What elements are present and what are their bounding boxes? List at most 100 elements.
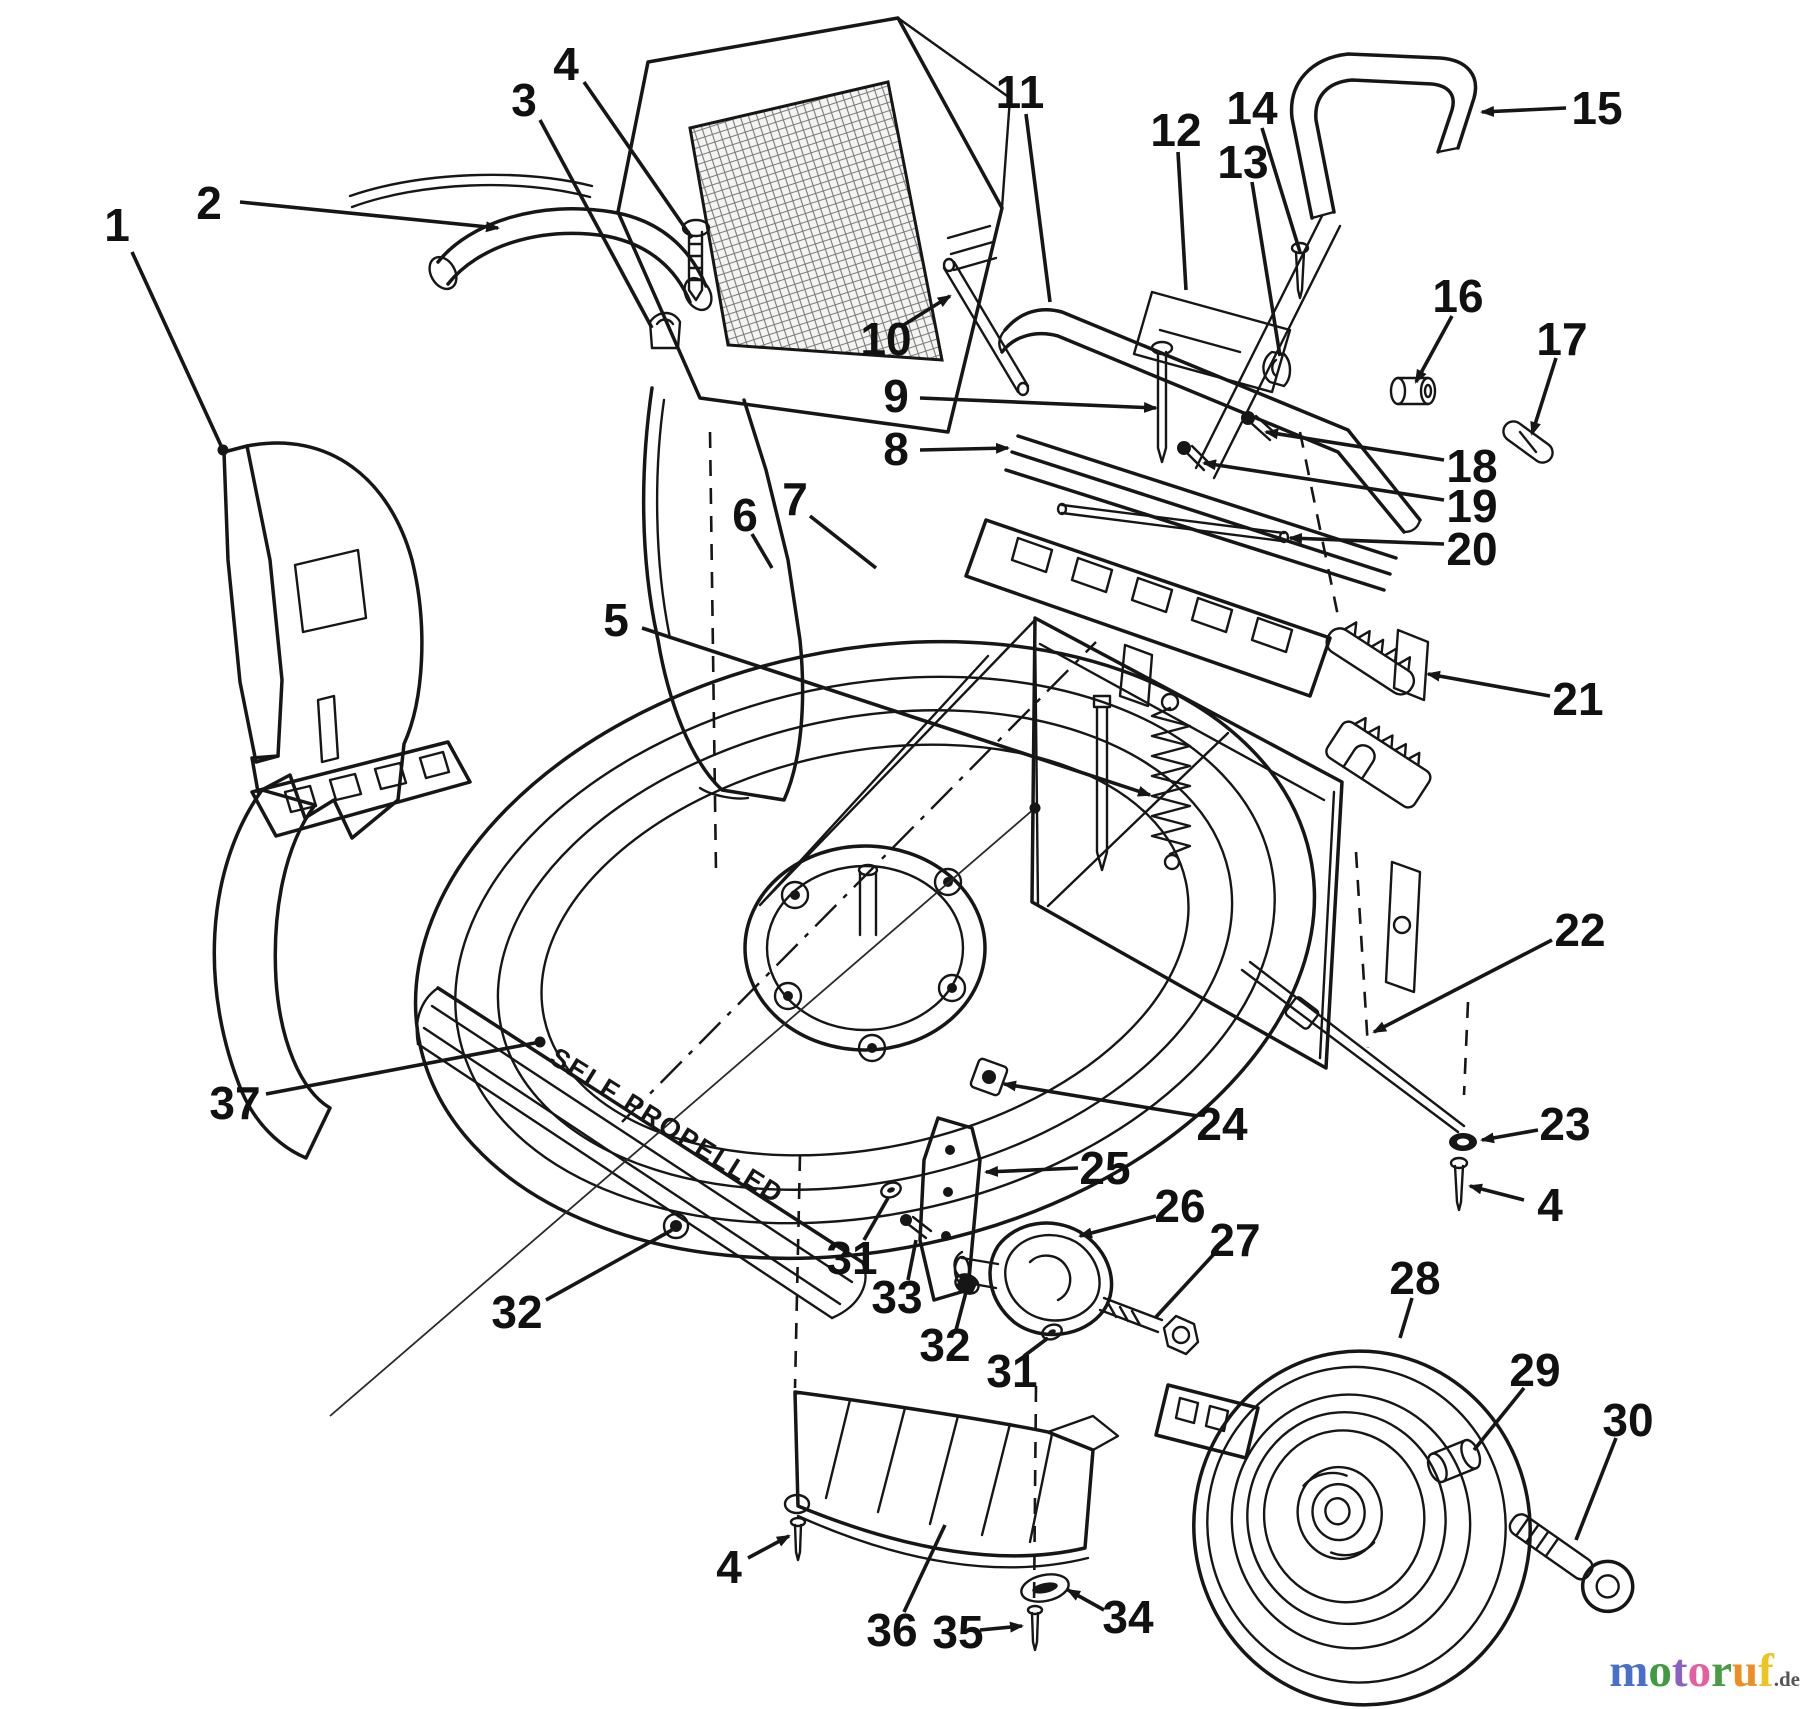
cable-clamp-13: [1262, 350, 1292, 388]
leader-8-13: [919, 442, 1010, 454]
leader-9-12: [919, 396, 1158, 413]
spacer-16: [1389, 376, 1437, 406]
callout-11-4: 11: [996, 66, 1045, 118]
deck-bolt-holes: [773, 867, 967, 1063]
callout-14-7: 14: [1226, 82, 1278, 134]
callout-4-24: 4: [1537, 1179, 1563, 1231]
callout-17-11: 17: [1536, 313, 1587, 365]
rod-10: [942, 257, 1030, 397]
leader-19-15: [1202, 459, 1445, 502]
callout-7-18: 7: [782, 473, 808, 525]
logo-letter: t: [1671, 1645, 1688, 1697]
bolt-19: [1177, 441, 1212, 472]
callout-22-21: 22: [1554, 904, 1605, 956]
height-adjuster-quadrant: [1325, 716, 1432, 994]
washer-31-lower: [1041, 1323, 1063, 1341]
callout-23-23: 23: [1539, 1098, 1590, 1150]
callout-27-28: 27: [1209, 1214, 1260, 1266]
callout-8-13: 8: [883, 423, 909, 475]
callout-4-37: 4: [716, 1541, 742, 1593]
screw-35: [1026, 1604, 1044, 1652]
clamp-3: [648, 311, 682, 350]
leader-12-5: [1176, 151, 1188, 291]
leader-35-39: [979, 1621, 1024, 1633]
callout-15-8: 15: [1571, 82, 1622, 134]
callout-19-15: 19: [1446, 480, 1497, 532]
screw-4-right: [1449, 1156, 1469, 1212]
motoruf-logo[interactable]: motoruf.de: [1600, 1645, 1800, 1705]
leader-21-20: [1426, 670, 1551, 698]
axle-bolt-30: [1508, 1513, 1635, 1614]
callout-12-5: 12: [1150, 104, 1201, 156]
leader-18-14: [1264, 428, 1445, 462]
leader-20-16: [1288, 532, 1445, 546]
leader-7-18: [808, 514, 878, 570]
logo-letter: o: [1648, 1645, 1672, 1697]
leader-dot-37: [534, 1036, 546, 1048]
pin-17: [1502, 420, 1554, 464]
mulch-chute-36: [783, 1390, 1120, 1569]
handle-decal-12: [1132, 290, 1292, 394]
leader-13-6: [1250, 181, 1282, 357]
leader-14-7: [1260, 127, 1302, 253]
bag-handle: [348, 173, 713, 312]
callout-28-34: 28: [1389, 1252, 1440, 1304]
callout-30-36: 30: [1602, 1394, 1653, 1446]
callout-32-32: 32: [919, 1319, 970, 1371]
leader-2-1: [239, 200, 500, 233]
logo-letter: f: [1758, 1645, 1774, 1697]
callout-36-38: 36: [866, 1604, 917, 1656]
leader-22-21: [1372, 938, 1553, 1034]
spacer-29: [1426, 1438, 1482, 1484]
leader-16-10: [1414, 315, 1454, 384]
leader-33-30: [906, 1239, 918, 1281]
leader-30-36: [1574, 1437, 1618, 1541]
deck-decal-band: [415, 986, 867, 1320]
rod-20: [1056, 502, 1290, 544]
logo-letter: u: [1731, 1645, 1759, 1697]
alignment-lines: [329, 431, 1470, 1606]
screw-14: [1290, 241, 1310, 300]
leader-24-22: [1002, 1080, 1199, 1118]
leader-3-2: [538, 119, 654, 329]
logo-letter: o: [1687, 1645, 1712, 1697]
bolt-9: [1150, 340, 1174, 464]
callout-32-31: 32: [491, 1286, 542, 1338]
callout-25-25: 25: [1079, 1142, 1130, 1194]
callout-21-20: 21: [1552, 673, 1603, 725]
engine-spring: [1150, 692, 1192, 871]
screw-4-bottom: [789, 1516, 807, 1562]
leader-17-11: [1530, 357, 1558, 436]
callout-2-1: 2: [196, 177, 222, 229]
leader-34-40: [1066, 1588, 1105, 1612]
logo-letter: r: [1711, 1645, 1732, 1697]
leader-11-4: [1024, 113, 1052, 303]
callout-26-27: 26: [1154, 1180, 1205, 1232]
nut-32-left: [662, 1212, 690, 1240]
bracket-25: [918, 1116, 982, 1302]
leader-29-35: [1472, 1386, 1526, 1452]
handle-lower-tube: [998, 308, 1422, 534]
leader-4-24: [1468, 1183, 1525, 1202]
leader-1-0: [130, 251, 225, 451]
washer-31-upper: [880, 1181, 902, 1199]
leader-lines: [130, 80, 1618, 1633]
callout-34-40: 34: [1102, 1591, 1154, 1643]
callout-33-30: 33: [871, 1271, 922, 1323]
bag-mesh-window: [688, 80, 944, 362]
motoruf-logo-suffix: .de: [1773, 1667, 1800, 1691]
front-bumper: [212, 740, 472, 1160]
leader-31-33: [1022, 1336, 1050, 1358]
leader-32-31: [545, 1228, 673, 1302]
leader-32-32: [954, 1291, 968, 1331]
logo-letter: m: [1609, 1645, 1649, 1697]
leader-4-3: [582, 80, 694, 240]
leader-28-34: [1398, 1297, 1414, 1339]
leader-37-26: [265, 1040, 541, 1096]
callout-37-26: 37: [209, 1077, 260, 1129]
leader-10-9: [901, 294, 952, 328]
bolt-27: [1098, 1296, 1200, 1356]
rod-22: [1240, 960, 1466, 1134]
